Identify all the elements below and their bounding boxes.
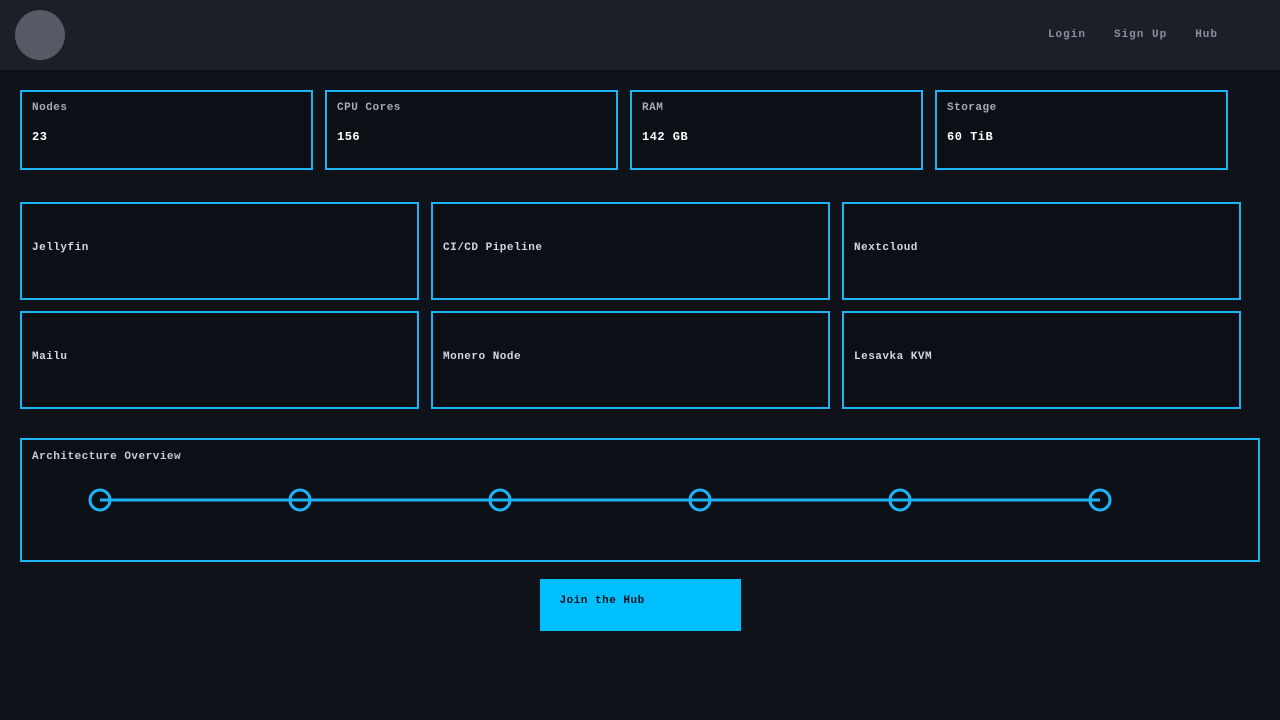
stats-row: Nodes 23 CPU Cores 156 RAM 142 GB Storag…: [20, 90, 1260, 170]
navbar: Login Sign Up Hub: [0, 0, 1280, 70]
stat-label: RAM: [642, 102, 664, 114]
avatar[interactable]: [15, 10, 65, 60]
architecture-node: [1088, 488, 1112, 512]
architecture-node: [88, 488, 112, 512]
stat-label: Storage: [947, 102, 997, 114]
service-card-jellyfin[interactable]: Jellyfin: [20, 202, 419, 300]
service-title: Monero Node: [443, 351, 522, 363]
service-title: CI/CD Pipeline: [443, 242, 543, 254]
stat-value: 156: [337, 130, 361, 144]
stat-label: Nodes: [32, 102, 68, 114]
service-card-mailu[interactable]: Mailu: [20, 311, 419, 409]
service-card-lesavka-kvm[interactable]: Lesavka KVM: [842, 311, 1241, 409]
service-title: Mailu: [32, 351, 68, 363]
architecture-node: [888, 488, 912, 512]
nav-link-hub[interactable]: Hub: [1195, 29, 1218, 41]
service-title: Jellyfin: [32, 242, 89, 254]
nav-link-signup[interactable]: Sign Up: [1113, 29, 1168, 41]
main-content: Nodes 23 CPU Cores 156 RAM 142 GB Storag…: [0, 90, 1280, 631]
architecture-node: [688, 488, 712, 512]
stat-card-ram: RAM 142 GB: [630, 90, 923, 170]
service-card-monero-node[interactable]: Monero Node: [431, 311, 830, 409]
architecture-node: [488, 488, 512, 512]
stat-card-cpu-cores: CPU Cores 156: [325, 90, 618, 170]
nav-link-login[interactable]: Login: [1047, 29, 1086, 41]
stat-label: CPU Cores: [337, 102, 401, 114]
service-card-nextcloud[interactable]: Nextcloud: [842, 202, 1241, 300]
stat-value: 60 TiB: [947, 130, 994, 144]
nav-links: Login Sign Up Hub: [1048, 29, 1218, 41]
service-card-cicd-pipeline[interactable]: CI/CD Pipeline: [431, 202, 830, 300]
stat-card-nodes: Nodes 23: [20, 90, 313, 170]
stat-value: 23: [32, 130, 48, 144]
architecture-node: [288, 488, 312, 512]
architecture-title: Architecture Overview: [32, 451, 182, 463]
service-title: Nextcloud: [854, 242, 918, 254]
stat-value: 142 GB: [642, 130, 689, 144]
cta-row: Join the Hub: [20, 579, 1260, 631]
services-grid: Jellyfin CI/CD Pipeline Nextcloud Mailu …: [20, 202, 1260, 409]
service-title: Lesavka KVM: [854, 351, 933, 363]
join-hub-button[interactable]: Join the Hub: [539, 579, 741, 631]
architecture-diagram: [88, 488, 1112, 512]
stat-card-storage: Storage 60 TiB: [935, 90, 1228, 170]
architecture-panel: Architecture Overview: [20, 438, 1260, 562]
